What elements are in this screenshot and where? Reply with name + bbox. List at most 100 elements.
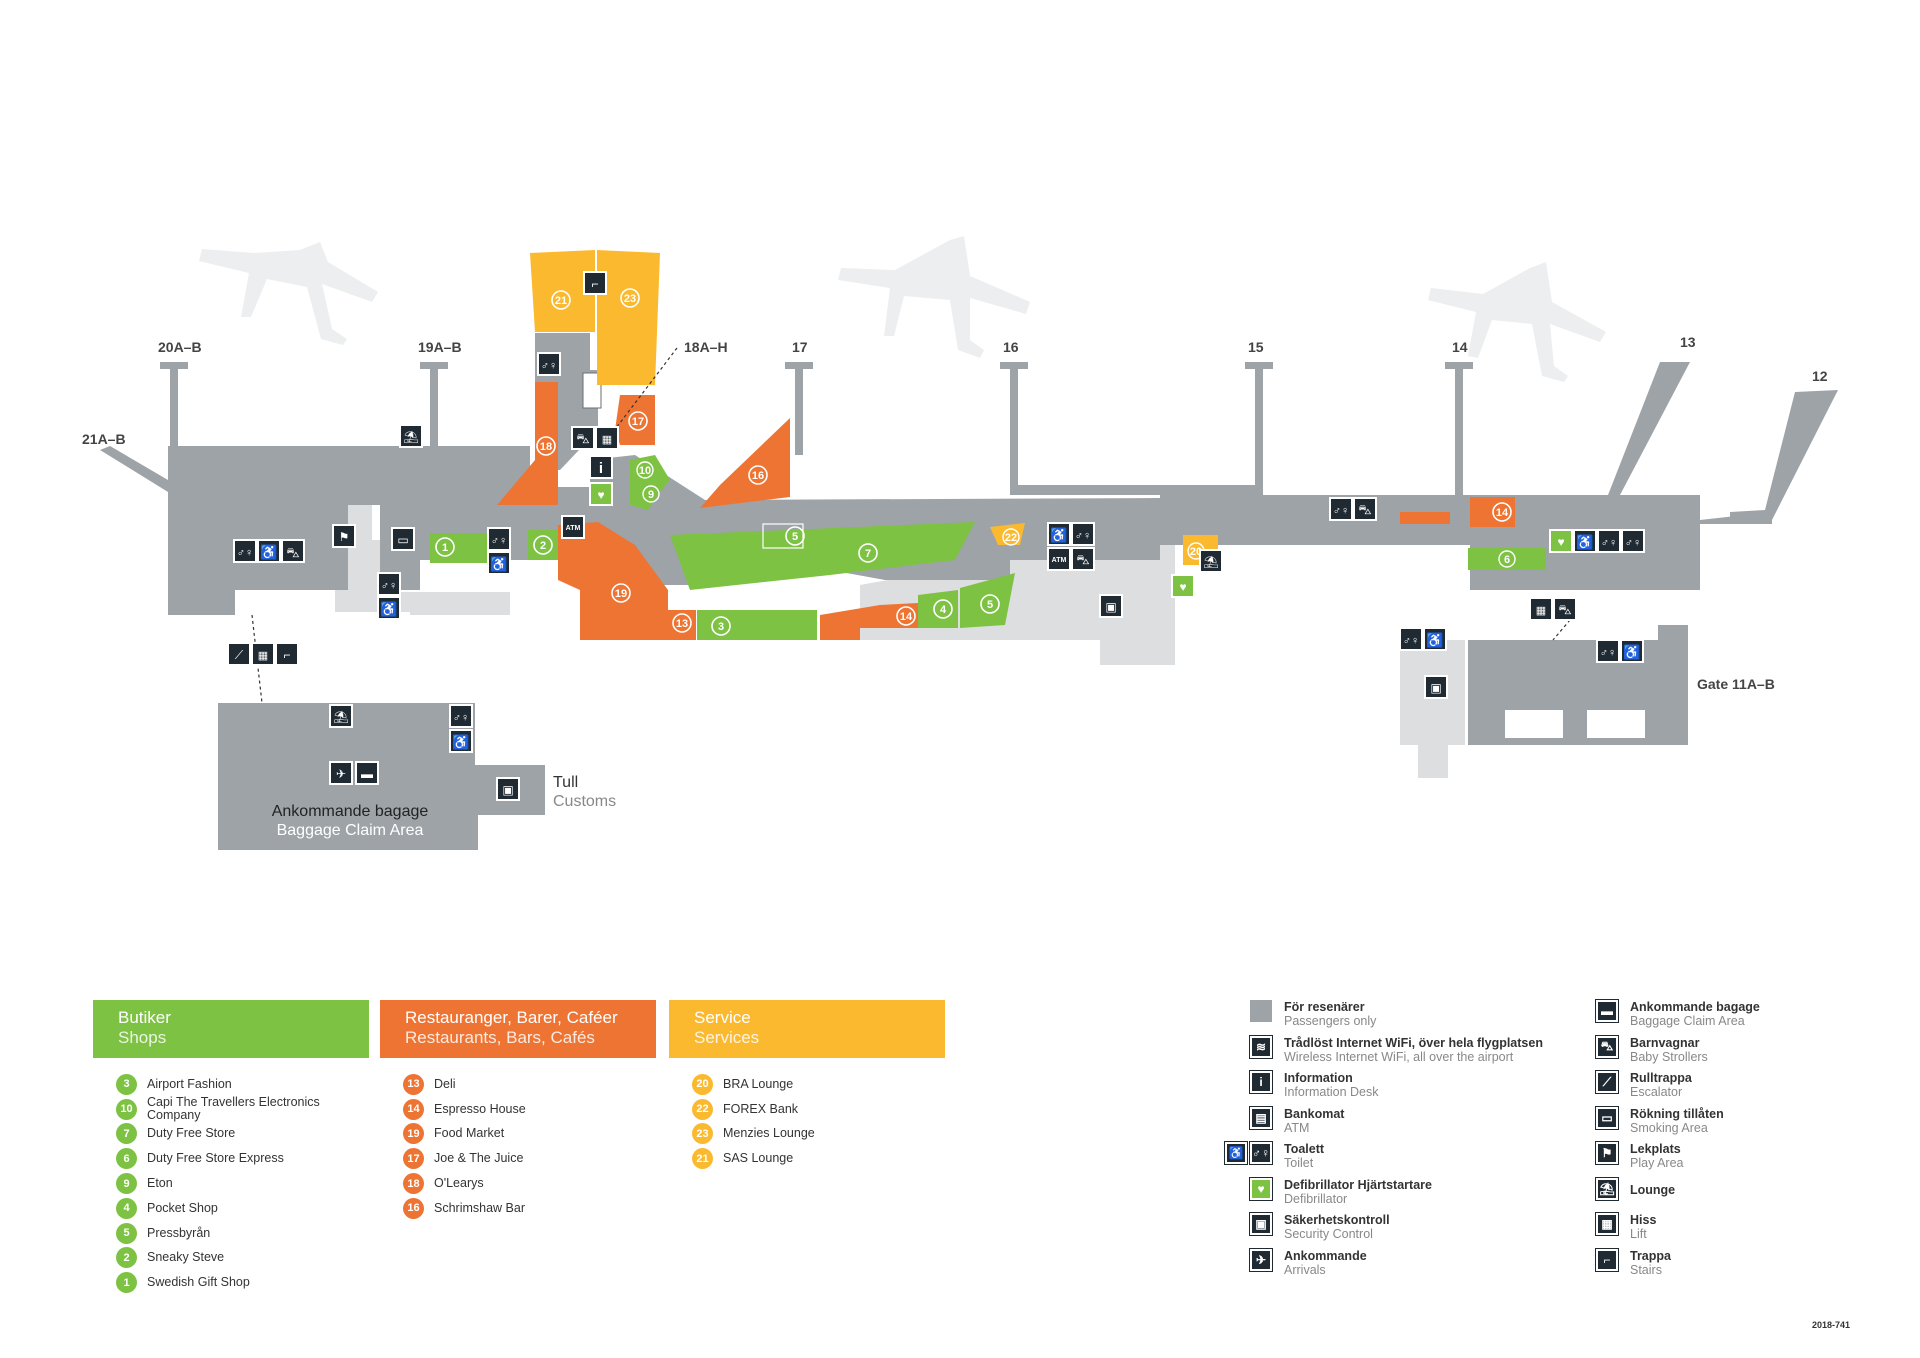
legend-item-name: Food Market — [434, 1126, 505, 1141]
svg-text:16: 16 — [752, 470, 764, 482]
svg-text:13: 13 — [676, 618, 688, 630]
restaurant-area-18 — [497, 382, 558, 505]
shop-area-4 — [918, 590, 958, 628]
legend-item-name: Capi The Travellers Electronics Company — [147, 1095, 320, 1123]
restaurant-area-14 — [820, 603, 918, 640]
symbol-legend-text: Trådlöst Internet WiFi, över hela flygpl… — [1284, 1036, 1543, 1064]
legend-item-number: 20 — [692, 1073, 713, 1095]
gate-finger — [1010, 365, 1018, 490]
symbol-legend-label-en: Smoking Area — [1630, 1120, 1708, 1135]
symbol-legend-item: ≋Trådlöst Internet WiFi, över hela flygp… — [1222, 1034, 1543, 1072]
symbol-legend-label: Ankommande — [1284, 1248, 1367, 1263]
legend-item-number: 3 — [116, 1073, 137, 1095]
defibrillator-icon: ♥ — [1171, 574, 1195, 598]
lift-icon: ▦ — [1529, 597, 1553, 621]
svg-text:♂♀: ♂♀ — [381, 580, 398, 592]
symbol-legend-icons: ⌐ — [1568, 1247, 1619, 1272]
legend-item-name: Menzies Lounge — [723, 1126, 815, 1141]
unit-badge-2: 2 — [533, 535, 553, 555]
unit-badge-6: 6 — [1498, 550, 1516, 568]
symbol-legend-label: Hiss — [1630, 1213, 1657, 1227]
svg-text:♂♀: ♂♀ — [1333, 505, 1350, 517]
baby-stroller-icon: ⛍ — [1353, 497, 1377, 521]
window — [1587, 710, 1645, 738]
svg-text:5: 5 — [792, 531, 798, 543]
toilet-icon: ♂♀ — [233, 539, 257, 563]
stairs-icon: ⌐ — [583, 271, 607, 295]
symbol-legend-label-en: Baby Strollers — [1630, 1049, 1708, 1064]
window — [1505, 710, 1563, 738]
lounge-icon: ⛱ — [1199, 549, 1223, 573]
toilet-icon: ♂♀ — [1399, 627, 1423, 651]
svg-text:2: 2 — [540, 540, 546, 552]
svg-text:♿: ♿ — [1576, 534, 1593, 551]
symbol-legend-label: Lounge — [1630, 1182, 1676, 1197]
symbol-legend-label: Toalett — [1284, 1142, 1325, 1156]
information-icon: i — [1249, 1070, 1273, 1094]
svg-text:⛱: ⛱ — [333, 710, 348, 724]
svg-text:♂♀: ♂♀ — [453, 712, 470, 724]
legend-item-number: 9 — [116, 1173, 137, 1195]
passenger-area — [1160, 495, 1700, 590]
svg-text:⚑: ⚑ — [339, 530, 350, 544]
wheelchair-icon: ♿ — [1047, 522, 1071, 546]
legend-item-name: Eton — [147, 1176, 173, 1191]
restaurants-legend-header: Restauranger, Barer, Caféer Restaurants,… — [380, 1000, 656, 1058]
unit-badge-10: 10 — [636, 461, 654, 479]
svg-text:i: i — [599, 460, 603, 477]
svg-text:18: 18 — [540, 441, 552, 453]
gate-label: 20A–B — [158, 339, 202, 355]
gate-finger — [430, 365, 438, 447]
legend-item-name: Espresso House — [434, 1101, 526, 1116]
lounge-icon: ⛱ — [329, 704, 353, 728]
legend-item-name: SAS Lounge — [723, 1151, 794, 1166]
baby-stroller-icon: ⛍ — [281, 539, 305, 563]
symbol-legend-label: Defibrillator Hjärtstartare — [1284, 1177, 1432, 1192]
defibrillator-icon: ♥ — [1549, 529, 1573, 553]
svg-text:19: 19 — [615, 588, 627, 600]
unit-badge-5-top: 5 — [762, 523, 805, 549]
gate-finger — [420, 362, 448, 369]
toilet-icon: ♂♀ — [1249, 1141, 1273, 1165]
svg-text:10: 10 — [639, 465, 651, 477]
airplane-watermark — [199, 242, 378, 345]
symbol-legend-icons: ▣ — [1222, 1212, 1273, 1236]
atm-icon: ATM — [561, 515, 585, 539]
gate-label: 21A–B — [82, 431, 126, 447]
symbol-legend-label-en: Play Area — [1630, 1156, 1684, 1170]
legend-item-name: Deli — [434, 1076, 456, 1091]
symbol-legend-label: Ankommande bagage — [1630, 1000, 1760, 1014]
svg-text:▣: ▣ — [1105, 600, 1116, 614]
svg-text:ATM: ATM — [566, 525, 581, 532]
symbol-legend-icons: ▬ — [1568, 999, 1619, 1023]
gate-finger — [1608, 362, 1690, 495]
legend-item-name: Joe & The Juice — [434, 1151, 524, 1166]
gate-finger — [795, 365, 803, 455]
legend-item-number: 16 — [403, 1197, 424, 1219]
symbol-legend-label-en: ATM — [1284, 1120, 1310, 1135]
restaurants-legend: Restauranger, Barer, Caféer Restaurants,… — [380, 1000, 656, 1221]
unit-badge-17: 17 — [628, 411, 648, 431]
unit-badge-22: 22 — [1002, 528, 1020, 546]
legend-item-name: FOREX Bank — [723, 1101, 799, 1116]
